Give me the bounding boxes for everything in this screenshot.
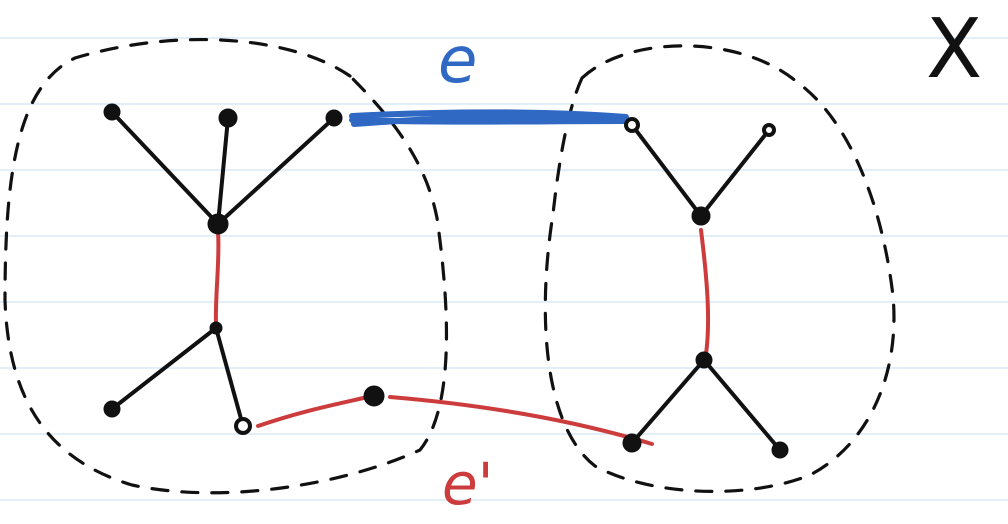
blue-edge-stroke-1 [349,109,629,120]
graph-vertex [209,321,223,335]
graph-vertex [103,103,121,121]
red-edge-right-vertical [699,228,711,356]
graph-edge [216,116,336,226]
ruled-paper-lines [0,37,1008,501]
edge-label-e: e [438,24,477,98]
graph-edge [702,358,782,452]
graph-vertex [325,109,343,127]
red-edge-left-vertical [213,230,221,326]
graph-vertex [622,433,642,453]
graph-vertex [771,441,789,459]
graph-edge [110,326,218,411]
red-edges [213,228,711,446]
graph-edge [110,110,220,226]
graph-vertex [218,108,238,128]
vertices [103,103,789,459]
red-edge-bottom-right [388,395,654,446]
left-black-edges [110,110,336,428]
graph-edge [699,128,771,218]
graph-edge [214,326,245,428]
graph-vertex [762,123,776,137]
graph-vertex [103,400,121,418]
edge-label-e-prime: e' [442,450,494,518]
right-dashed-region [543,44,896,494]
graph-edge [216,116,230,226]
graph-vertex [691,206,711,226]
graph-vertex [207,213,229,235]
blue-edge-e [349,109,629,127]
graph-vertex [234,417,252,435]
graph-vertex [363,385,385,407]
left-dashed-region [3,38,449,495]
graph-vertex [624,117,640,133]
graph-edge [630,358,706,445]
blue-edge-stroke-3 [349,117,627,125]
graph-vertex [695,351,713,369]
graph-edge [630,123,703,218]
graph-label-x: X [926,2,982,97]
red-edge-bottom-left [256,394,374,428]
right-black-edges [630,123,782,452]
